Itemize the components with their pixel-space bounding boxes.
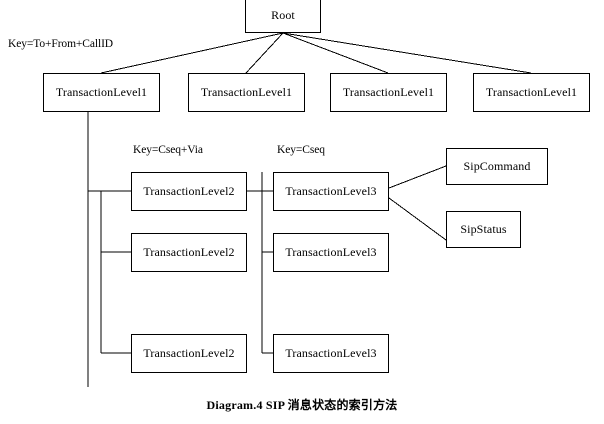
node-transaction-level1-3[interactable]: TransactionLevel1: [330, 73, 447, 112]
node-transaction-level1-1[interactable]: TransactionLevel1: [43, 73, 160, 112]
node-label: TransactionLevel3: [285, 346, 377, 360]
node-sip-command[interactable]: SipCommand: [446, 148, 548, 185]
node-label: TransactionLevel1: [55, 85, 148, 99]
diagram-caption: Diagram.4 SIP 消息状态的索引方法: [206, 398, 398, 412]
node-transaction-level3-1[interactable]: TransactionLevel3: [273, 172, 389, 211]
node-label: TransactionLevel3: [285, 245, 377, 259]
node-label: TransactionLevel2: [143, 346, 235, 360]
node-label: SipStatus: [460, 222, 507, 236]
edge-root-to-tl1-c: [282, 32, 389, 74]
node-transaction-level3-3[interactable]: TransactionLevel3: [273, 334, 389, 373]
node-transaction-level2-1[interactable]: TransactionLevel2: [131, 172, 247, 211]
node-transaction-level1-2[interactable]: TransactionLevel1: [188, 73, 305, 112]
node-label: TransactionLevel2: [143, 184, 235, 198]
node-label: TransactionLevel3: [285, 184, 377, 198]
node-transaction-level2-3[interactable]: TransactionLevel2: [131, 334, 247, 373]
edge-tl3-to-sipcommand: [388, 165, 447, 189]
key-label-level3: Key=Cseq: [277, 144, 325, 156]
edge-root-to-tl1-d: [282, 32, 532, 74]
node-root-label: Root: [271, 8, 295, 22]
key-label-level2: Key=Cseq+Via: [133, 144, 203, 156]
key-label-level1: Key=To+From+CallID: [8, 38, 114, 50]
node-transaction-level1-4[interactable]: TransactionLevel1: [473, 73, 590, 112]
edge-root-to-tl1-a: [100, 32, 284, 74]
node-label: TransactionLevel1: [200, 85, 293, 99]
edge-tl3-to-sipstatus: [388, 197, 447, 241]
node-root[interactable]: Root: [245, 0, 321, 33]
node-label: TransactionLevel2: [143, 245, 235, 259]
node-label: SipCommand: [463, 159, 531, 173]
node-label: TransactionLevel1: [342, 85, 435, 99]
node-transaction-level3-2[interactable]: TransactionLevel3: [273, 233, 389, 272]
node-transaction-level2-2[interactable]: TransactionLevel2: [131, 233, 247, 272]
node-label: TransactionLevel1: [485, 85, 578, 99]
edge-root-to-tl1-b: [245, 32, 284, 74]
node-sip-status[interactable]: SipStatus: [446, 211, 521, 248]
